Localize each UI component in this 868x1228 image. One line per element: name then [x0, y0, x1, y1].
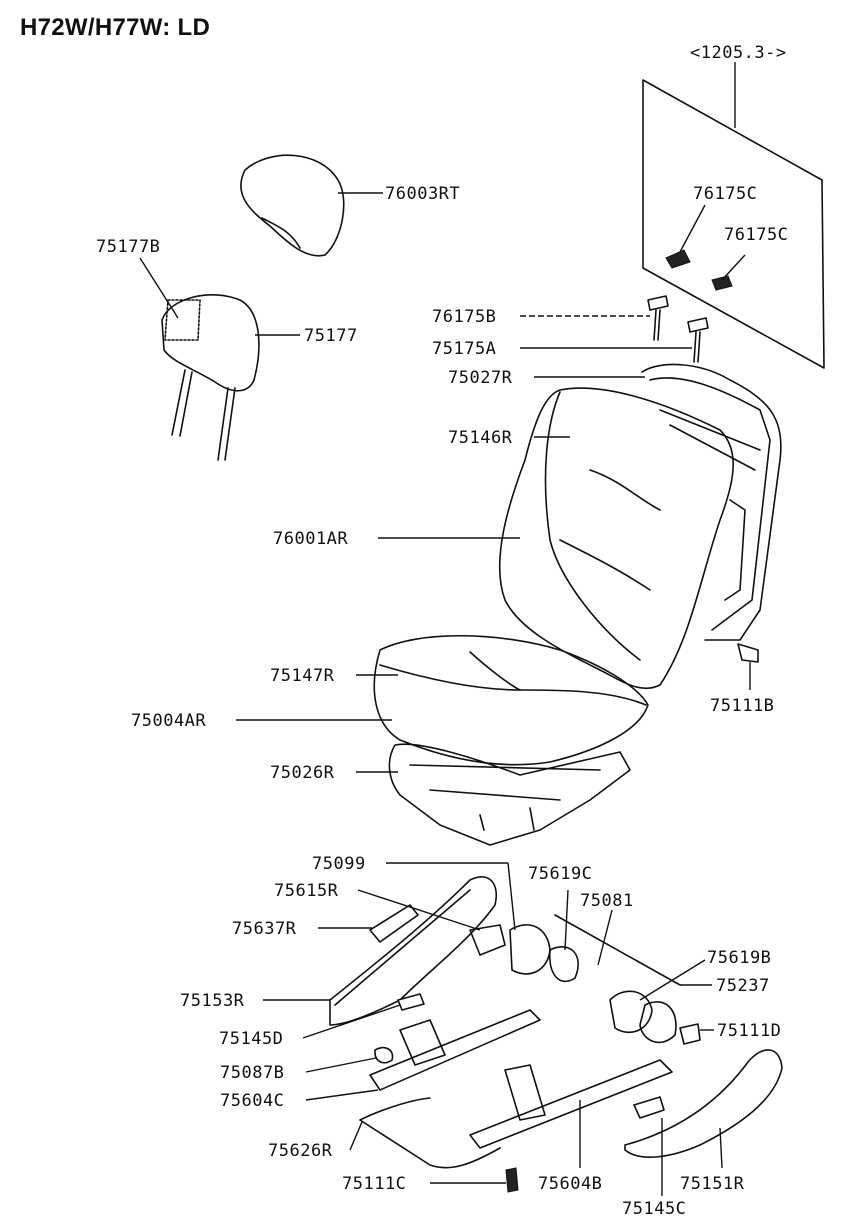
leader-75151R — [719, 1127, 723, 1169]
leader-76175C-a — [679, 204, 706, 253]
bolt-75111B — [737, 643, 759, 663]
label-75177B: 75177B — [96, 237, 160, 257]
bar-75626R — [359, 1097, 501, 1169]
clip-76175C-a — [665, 249, 691, 269]
seatback-panel — [642, 79, 825, 369]
label-75619B: 75619B — [707, 948, 771, 968]
label-75615R: 75615R — [274, 881, 339, 901]
leader-75626R — [349, 1121, 363, 1151]
label-75237: 75237 — [716, 976, 770, 996]
label-76001AR: 76001AR — [273, 529, 348, 549]
lever-75619C — [549, 946, 579, 983]
seat-cushion — [373, 634, 649, 766]
leader-75081 — [597, 909, 613, 966]
bolt-75111D — [679, 1023, 701, 1045]
rod-75081 — [554, 914, 681, 986]
recliner-right — [609, 990, 677, 1044]
leader-75087B — [305, 1057, 377, 1073]
label-75637R: 75637R — [232, 919, 297, 939]
rail-75604C — [369, 1009, 541, 1091]
headrest-lower — [161, 294, 260, 461]
label-75619C: 75619C — [528, 864, 592, 884]
seat-pan — [388, 743, 631, 846]
label-76003RT: 76003RT — [385, 184, 460, 204]
label-1205: <1205.3-> — [690, 43, 787, 63]
seatback-cushion — [498, 387, 734, 690]
label-75145C: 75145C — [622, 1199, 686, 1219]
label-75027R: 75027R — [448, 368, 513, 388]
label-75153R: 75153R — [180, 991, 245, 1011]
headrest-upper — [240, 154, 345, 257]
label-75145D: 75145D — [219, 1029, 283, 1049]
label-76175B: 76175B — [432, 307, 496, 327]
leader-75619C — [564, 889, 569, 951]
leader-75604C — [305, 1089, 379, 1101]
side-shield-75151R — [624, 1049, 783, 1158]
leader-75615R — [357, 889, 481, 931]
label-75147R: 75147R — [270, 666, 335, 686]
clip-76175C-b — [711, 275, 733, 291]
label-75151R: 75151R — [680, 1174, 745, 1194]
leader-75145D — [302, 1004, 401, 1039]
rail-75604B — [469, 1059, 673, 1149]
leader-75099b — [507, 862, 516, 931]
label-76175C-a: 76175C — [693, 184, 757, 204]
label-75111C: 75111C — [342, 1174, 406, 1194]
cover-75145C — [633, 1096, 665, 1119]
label-75175A: 75175A — [432, 339, 496, 359]
headrest-guides — [647, 295, 709, 363]
leader-76175C-b — [721, 254, 746, 281]
label-76175C-b: 76175C — [724, 225, 788, 245]
cover-75145D — [397, 993, 425, 1011]
trim-75637R — [369, 904, 419, 943]
label-75626R: 75626R — [268, 1141, 333, 1161]
label-75111B: 75111B — [710, 696, 774, 716]
label-75004AR: 75004AR — [131, 711, 206, 731]
leader-75619B — [639, 959, 706, 1001]
label-75146R: 75146R — [448, 428, 513, 448]
label-75099: 75099 — [312, 854, 366, 874]
label-75111D: 75111D — [717, 1021, 781, 1041]
seatback-frame — [641, 363, 782, 641]
label-75604B: 75604B — [538, 1174, 602, 1194]
label-75087B: 75087B — [220, 1063, 284, 1083]
label-75177: 75177 — [304, 326, 358, 346]
bolt-75111C — [505, 1167, 519, 1193]
nut-75087B — [374, 1046, 394, 1064]
leader-75177B — [139, 257, 179, 319]
diagram-title: H72W/H77W: LD — [20, 14, 211, 41]
recliner-left — [469, 924, 551, 975]
label-75026R: 75026R — [270, 763, 335, 783]
label-75604C: 75604C — [220, 1091, 284, 1111]
label-75081: 75081 — [580, 891, 634, 911]
side-shield-75153R — [329, 876, 497, 1026]
